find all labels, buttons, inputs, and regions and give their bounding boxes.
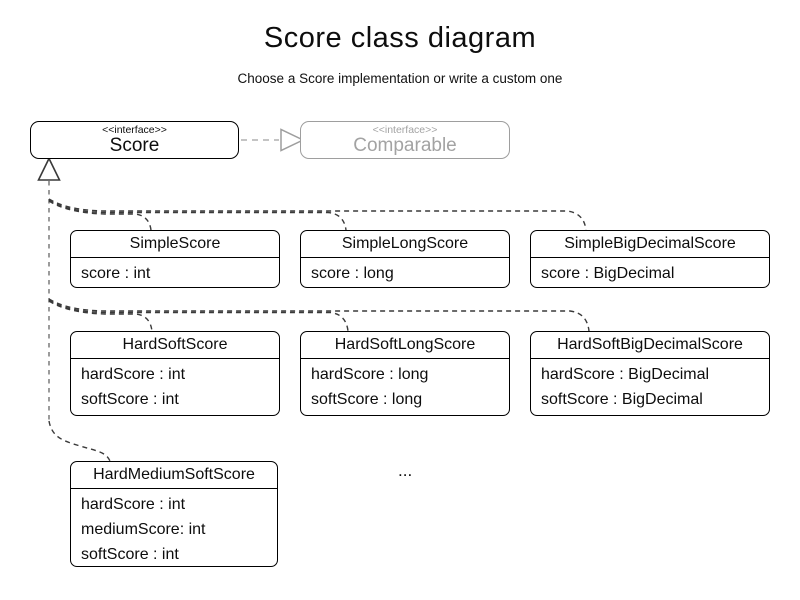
class-attribute: score : long — [311, 265, 394, 282]
interface-score-name: Score — [109, 135, 160, 156]
class-name: HardMediumSoftScore — [71, 462, 277, 489]
inheritance-triangle-icon — [37, 156, 61, 181]
class-attribute: mediumScore: int — [81, 521, 206, 538]
more-implementations-ellipsis: ... — [398, 461, 413, 480]
class-simple-long-score: SimpleLongScore score : long — [300, 230, 510, 288]
class-hardsoft-score: HardSoftScore hardScore : int softScore … — [70, 331, 280, 416]
class-hardsoft-long-score: HardSoftLongScore hardScore : long softS… — [300, 331, 510, 416]
class-name: SimpleScore — [71, 231, 279, 258]
class-name: HardSoftLongScore — [301, 332, 509, 359]
interface-comparable: <<interface>> Comparable — [300, 121, 510, 159]
interface-score: <<interface>> Score — [30, 121, 239, 159]
branch-simple-bigdecimal-score — [48, 198, 587, 231]
class-attribute: hardScore : int — [81, 366, 186, 383]
class-hardmediumsoft-score: HardMediumSoftScore hardScore : int medi… — [70, 461, 278, 567]
page-subtitle: Choose a Score implementation or write a… — [237, 71, 563, 86]
class-attribute: softScore : long — [311, 391, 423, 408]
class-attribute: softScore : int — [81, 546, 179, 563]
class-name: SimpleBigDecimalScore — [531, 231, 769, 258]
interface-comparable-stereotype: <<interface>> — [372, 124, 438, 136]
branch-hardmediumsoft-score — [48, 420, 111, 462]
realization-arrow-comparable — [241, 128, 305, 152]
interface-comparable-name: Comparable — [353, 135, 457, 156]
page-title: Score class diagram — [263, 22, 537, 54]
class-hardsoft-bigdecimal-score: HardSoftBigDecimalScore hardScore : BigD… — [530, 331, 770, 416]
class-attribute: hardScore : BigDecimal — [541, 366, 710, 383]
branch-simple-long-score — [48, 199, 347, 231]
class-attribute: hardScore : int — [81, 496, 186, 513]
class-attribute: softScore : int — [81, 391, 179, 408]
class-name: HardSoftBigDecimalScore — [531, 332, 769, 359]
interface-score-stereotype: <<interface>> — [102, 124, 167, 136]
class-attribute: softScore : BigDecimal — [541, 391, 703, 408]
class-attribute: score : BigDecimal — [541, 265, 675, 282]
class-name: HardSoftScore — [71, 332, 279, 359]
class-simple-bigdecimal-score: SimpleBigDecimalScore score : BigDecimal — [530, 230, 770, 288]
branch-hardsoft-score — [48, 300, 153, 332]
class-name: SimpleLongScore — [301, 231, 509, 258]
class-attribute: hardScore : long — [311, 366, 429, 383]
branch-simple-score — [48, 200, 152, 231]
branch-hardsoft-long-score — [48, 299, 349, 332]
branch-hardsoft-bigdecimal-score — [48, 298, 590, 332]
class-attribute: score : int — [81, 265, 151, 282]
class-simple-score: SimpleScore score : int — [70, 230, 280, 288]
